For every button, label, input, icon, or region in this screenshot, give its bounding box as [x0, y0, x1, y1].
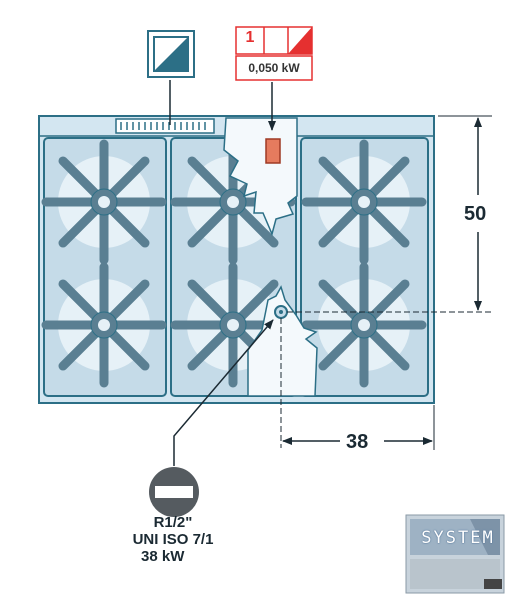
gas-connection-symbol: [149, 467, 199, 517]
system-logo: [405, 514, 505, 594]
gas-thread-text: R1/2": [153, 514, 193, 531]
electrical-terminal: [265, 138, 281, 164]
gas-power-text: 38 kW: [141, 548, 185, 565]
electrical-flag-icon: [288, 27, 312, 54]
cutaway-lower: [247, 285, 318, 397]
control-panel-icon: [147, 30, 195, 78]
burner-1: [41, 139, 167, 265]
electrical-phase-count: 1: [245, 29, 255, 46]
burner-6: [301, 262, 427, 388]
burner-5: [301, 139, 427, 265]
leader-gas: [173, 319, 274, 466]
dimension-horizontal-label: 38: [346, 431, 369, 453]
dimension-vertical-label: 50: [464, 203, 487, 225]
gas-standard-text: UNI ISO 7/1: [132, 531, 214, 548]
electrical-power-label: 0,050 kW: [248, 61, 300, 75]
burners: [41, 139, 427, 388]
system-logo-text: SYSTEM: [421, 528, 495, 548]
burner-2: [41, 262, 167, 388]
control-vent: [115, 118, 215, 134]
gas-connection-label: R1/2" UNI ISO 7/1 38 kW: [118, 514, 228, 565]
electrical-symbol: [235, 26, 313, 81]
gas-inlet-core: [279, 310, 283, 314]
vent-slots: [120, 122, 206, 130]
